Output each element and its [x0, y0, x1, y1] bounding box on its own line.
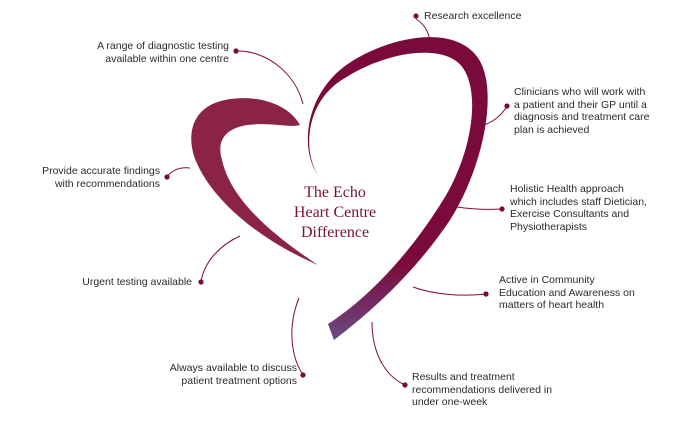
connector-clinicians — [478, 105, 508, 127]
dot-diagnostic — [233, 48, 239, 54]
connector-community — [412, 286, 487, 296]
connector-available — [291, 297, 304, 376]
connector-holistic — [456, 206, 503, 210]
diagram-title: The Echo Heart Centre Difference — [293, 184, 377, 241]
dot-results — [402, 382, 408, 388]
dot-clinicians — [504, 103, 510, 109]
label-clinicians: Clinicians who will work with a patient … — [514, 86, 650, 136]
label-holistic: Holistic Health approach which includes … — [510, 183, 647, 233]
label-community: Active in Community Education and Awaren… — [499, 274, 635, 311]
connector-dots — [164, 13, 510, 388]
label-urgent: Urgent testing available — [82, 276, 192, 288]
connector-results — [371, 321, 406, 386]
label-findings: Provide accurate findings with recommend… — [42, 165, 160, 190]
connector-diagnostic — [235, 50, 304, 105]
connector-findings — [166, 167, 191, 178]
label-research: Research excellence — [424, 10, 522, 22]
label-diagnostic: A range of diagnostic testing available … — [97, 40, 229, 65]
heart-left-lobe — [191, 98, 318, 265]
connector-research — [415, 18, 431, 49]
dot-research — [413, 13, 419, 19]
heart-right-lobe — [307, 37, 488, 340]
label-available: Always available to discuss patient trea… — [169, 362, 297, 387]
dot-urgent — [198, 279, 204, 285]
connector-urgent — [200, 235, 241, 283]
connector-lines — [166, 18, 508, 386]
label-results: Results and treatment recommendations de… — [412, 371, 553, 408]
dot-findings — [164, 174, 170, 180]
dot-available — [300, 372, 306, 378]
dot-community — [483, 291, 489, 297]
dot-holistic — [499, 206, 505, 212]
